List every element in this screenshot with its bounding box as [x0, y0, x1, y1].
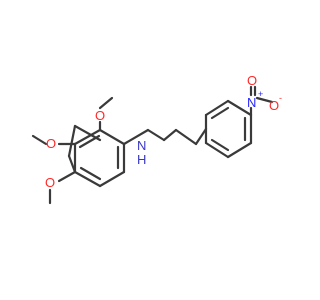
- nitro-oxygen-charge: -: [279, 93, 282, 103]
- trimethoxyphenyl-ring: [67, 124, 126, 188]
- bond: [174, 128, 198, 146]
- nitro-group: N + O O -: [247, 73, 282, 117]
- double-bond: [210, 138, 230, 152]
- bond: [204, 141, 230, 159]
- bond: [98, 96, 114, 110]
- amine-nitrogen: N: [137, 138, 146, 153]
- methoxy-oxygen-3: O: [45, 175, 55, 190]
- double-bond: [79, 166, 102, 181]
- bond: [255, 96, 274, 104]
- bond: [73, 170, 102, 188]
- bond: [67, 124, 77, 158]
- bond: [194, 127, 208, 146]
- bond: [162, 128, 178, 142]
- bond: [31, 134, 48, 146]
- amine-hydrogen: H: [137, 152, 146, 167]
- bond: [73, 128, 102, 146]
- bond: [146, 128, 166, 142]
- methoxy-oxygen-2: O: [46, 136, 56, 151]
- bond: [98, 170, 126, 188]
- methoxy-groups: O O O: [31, 96, 114, 205]
- nitro-oxygen-top: O: [247, 73, 257, 88]
- double-bond: [78, 134, 101, 149]
- bond: [226, 141, 253, 159]
- molecule-diagram: O O O N H: [31, 73, 282, 205]
- bond: [226, 99, 253, 117]
- bond: [204, 99, 230, 117]
- chemical-structure: O O O N H: [31, 73, 282, 205]
- double-bond: [210, 106, 230, 120]
- nitro-oxygen-right: O: [269, 98, 279, 113]
- methoxy-oxygen-1: O: [95, 108, 105, 123]
- nitro-nitrogen-charge: +: [258, 89, 263, 99]
- bond: [57, 170, 77, 183]
- nitrophenyl-ring: [194, 99, 253, 159]
- nitro-nitrogen: N: [247, 95, 256, 110]
- bond: [122, 128, 150, 146]
- benzyl-linker: N H: [122, 128, 198, 167]
- bond: [98, 128, 126, 146]
